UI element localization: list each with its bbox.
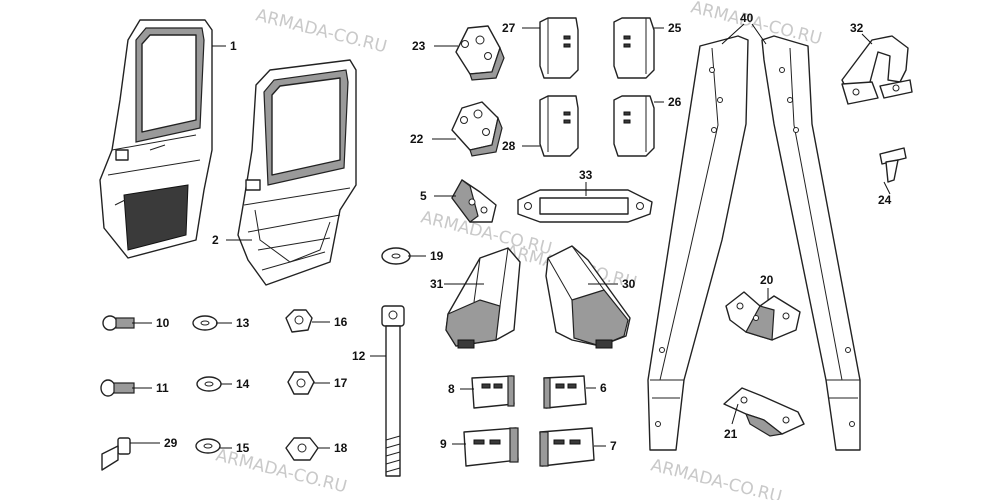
label-26: 26 <box>668 95 682 109</box>
screw-11-part <box>100 379 135 397</box>
watermark: ARMADA-CO.RU <box>214 445 349 497</box>
label-18: 18 <box>334 441 348 455</box>
label-23: 23 <box>412 39 426 53</box>
label-8: 8 <box>448 382 455 396</box>
block-30-part <box>545 245 631 349</box>
screw-10-part <box>102 315 135 331</box>
label-1: 1 <box>230 39 237 53</box>
label-10: 10 <box>156 316 170 330</box>
washer-13-part <box>192 315 218 331</box>
plate-7-part <box>539 427 595 467</box>
label-21: 21 <box>724 427 738 441</box>
label-25: 25 <box>668 21 682 35</box>
label-17: 17 <box>334 376 348 390</box>
label-27: 27 <box>502 21 516 35</box>
bracket-22-part <box>451 101 503 157</box>
bracket-23-part <box>455 25 505 81</box>
pin-24-part <box>879 147 907 183</box>
label-24: 24 <box>878 193 892 207</box>
nut-17-part <box>287 371 315 395</box>
label-5: 5 <box>420 189 427 203</box>
washer-14-part <box>196 376 222 392</box>
bracket-21-part <box>723 387 805 437</box>
label-20: 20 <box>760 273 774 287</box>
door-right-part <box>237 59 357 286</box>
plate-27-part <box>539 17 579 79</box>
plate-26-part <box>613 95 655 157</box>
label-16: 16 <box>334 315 348 329</box>
plate-28-part <box>539 95 579 157</box>
rail-40-part <box>647 35 861 451</box>
door-left-part <box>99 19 213 259</box>
label-13: 13 <box>236 316 250 330</box>
plate-6-part <box>543 375 587 409</box>
nut-18-part <box>285 437 319 461</box>
nut-16-part <box>285 309 313 333</box>
clamp-32-part <box>841 35 913 105</box>
plate-8-part <box>471 375 515 409</box>
block-31-part <box>445 247 521 349</box>
watermark: ARMADA-CO.RU <box>689 0 824 49</box>
plate-25-part <box>613 17 655 79</box>
label-19: 19 <box>430 249 444 263</box>
rivet-29-part <box>101 437 131 471</box>
plate-9-part <box>463 427 519 467</box>
label-28: 28 <box>502 139 516 153</box>
label-7: 7 <box>610 439 617 453</box>
label-30: 30 <box>622 277 636 291</box>
watermark: ARMADA-CO.RU <box>649 455 784 500</box>
callout-labels: 1 2 23 22 5 27 25 28 26 33 31 30 19 12 1… <box>156 11 892 455</box>
label-15: 15 <box>236 441 250 455</box>
label-11: 11 <box>156 381 169 395</box>
washer-19-part <box>381 247 411 265</box>
bracket-20-part <box>725 291 801 341</box>
label-32: 32 <box>850 21 864 35</box>
bolt-12-part <box>381 305 405 477</box>
bracket-5-part <box>451 179 497 223</box>
label-6: 6 <box>600 381 607 395</box>
label-14: 14 <box>236 377 250 391</box>
label-33: 33 <box>579 168 593 182</box>
label-40: 40 <box>740 11 754 25</box>
label-2: 2 <box>212 233 219 247</box>
leader-lines <box>130 23 891 449</box>
label-31: 31 <box>430 277 444 291</box>
label-9: 9 <box>440 437 447 451</box>
label-22: 22 <box>410 132 424 146</box>
watermark: ARMADA-CO.RU <box>254 5 389 57</box>
label-12: 12 <box>352 349 366 363</box>
label-29: 29 <box>164 436 178 450</box>
crossbar-33-part <box>517 189 653 223</box>
washer-15-part <box>195 438 221 454</box>
